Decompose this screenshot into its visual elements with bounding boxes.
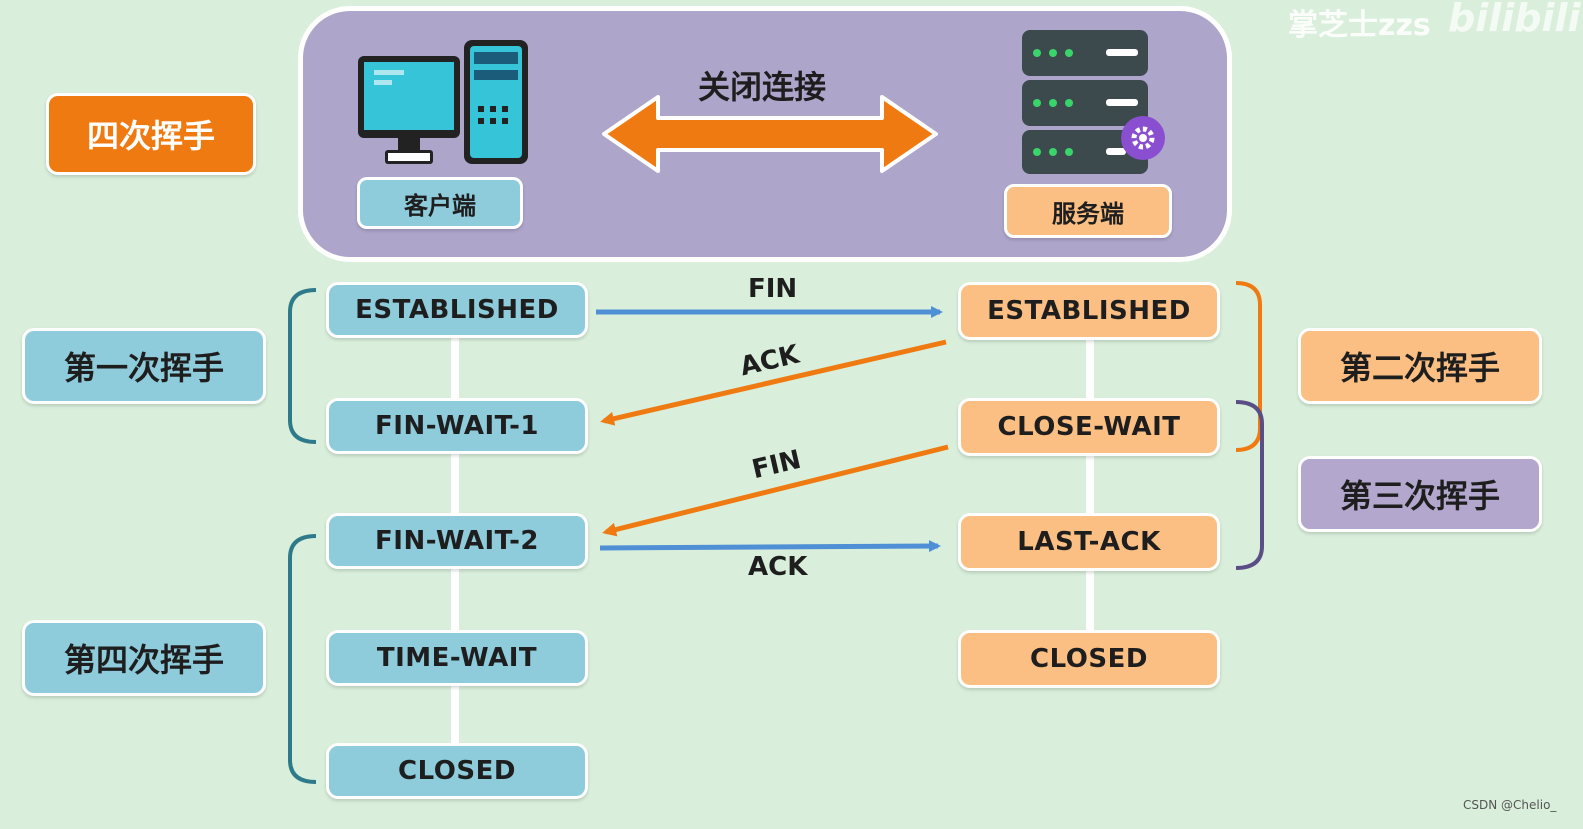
server-state-established: ESTABLISHED (958, 282, 1220, 340)
client-state-time-wait: TIME-WAIT (326, 630, 588, 686)
server-label: 服务端 (1004, 184, 1172, 238)
step-fourth-handshake: 第四次挥手 (22, 620, 266, 696)
message-label-ack-2: ACK (748, 552, 808, 582)
message-label-fin-1: FIN (748, 274, 798, 304)
step-third-handshake: 第三次挥手 (1298, 456, 1542, 532)
server-state-closed: CLOSED (958, 630, 1220, 688)
bilibili-logo: bilibili (1448, 0, 1581, 40)
connection-label: 关闭连接 (698, 68, 827, 106)
client-state-fin-wait-2: FIN-WAIT-2 (326, 513, 588, 569)
client-state-established: ESTABLISHED (326, 282, 588, 338)
csdn-watermark: CSDN @Chelio_ (1463, 798, 1557, 812)
message-label-ack-1: ACK (737, 339, 802, 383)
step-second-handshake: 第二次挥手 (1298, 328, 1542, 404)
bracket-second (1235, 281, 1262, 452)
bracket-fourth (288, 534, 317, 784)
server-state-close-wait: CLOSE-WAIT (958, 398, 1220, 456)
diagram-title: 四次挥手 (46, 93, 256, 175)
client-state-fin-wait-1: FIN-WAIT-1 (326, 398, 588, 454)
client-state-closed: CLOSED (326, 743, 588, 799)
server-state-last-ack: LAST-ACK (958, 513, 1220, 571)
step-first-handshake: 第一次挥手 (22, 328, 266, 404)
bracket-first (288, 288, 317, 444)
ack-arrow-2 (599, 540, 941, 553)
message-label-fin-2: FIN (749, 444, 804, 486)
client-label: 客户端 (357, 177, 523, 229)
watermark-text: 掌芝士zzs (1288, 8, 1431, 43)
bracket-third (1235, 400, 1264, 570)
